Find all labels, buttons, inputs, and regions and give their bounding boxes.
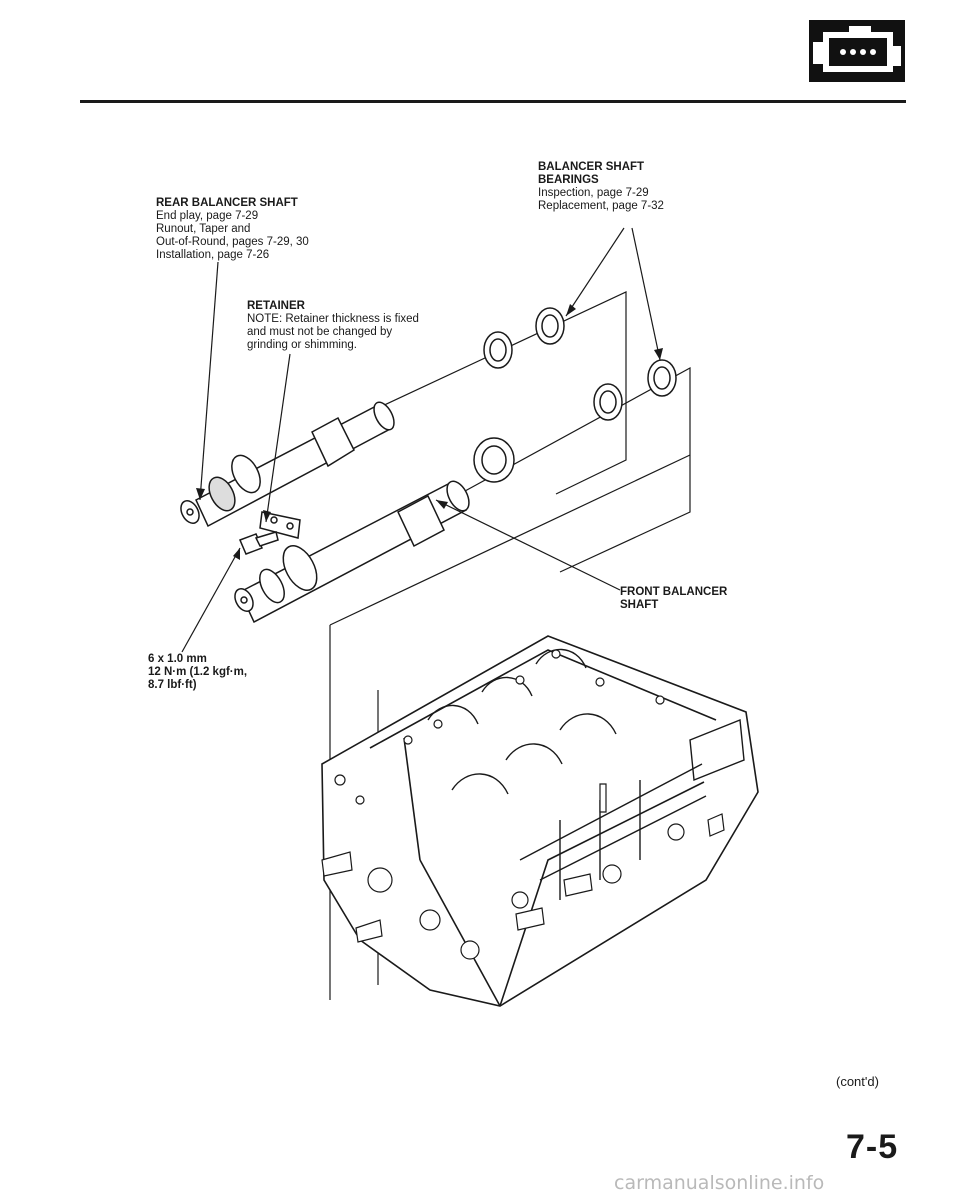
callout-line: SHAFT [620,599,659,611]
callout-front-balancer-shaft: FRONT BALANCER SHAFT [620,586,760,612]
callout-line: NOTE: Retainer thickness is fixed [247,313,419,325]
callout-line: 8.7 lbf·ft) [148,679,197,691]
callout-line: Installation, page 7-26 [156,249,270,261]
header-rule [80,100,906,103]
callout-rear-balancer-shaft: REAR BALANCER SHAFT End play, page 7-29 … [156,197,396,262]
callout-bolt-torque: 6 x 1.0 mm 12 N·m (1.2 kgf·m, 8.7 lbf·ft… [148,653,288,692]
page-number: 7-5 [846,1128,899,1166]
engine-block-icon [809,20,905,82]
callout-line: 12 N·m (1.2 kgf·m, [148,666,248,678]
callout-line: 6 x 1.0 mm [148,653,207,665]
balancer-shaft-bearings [473,307,677,483]
continued-label: (cont'd) [836,1074,879,1089]
callout-title: BALANCER SHAFT [538,161,645,173]
rear-balancer-shaft [180,401,395,528]
callout-line: Out-of-Round, pages 7-29, 30 [156,236,309,248]
engine-block [321,635,759,1007]
callout-retainer: RETAINER NOTE: Retainer thickness is fix… [247,300,467,352]
front-balancer-shaft [234,480,470,624]
callout-line: grinding or shimming. [247,339,357,351]
callout-line: End play, page 7-29 [156,210,259,222]
callout-title: RETAINER [247,300,305,312]
callout-line: Runout, Taper and [156,223,251,235]
callout-line: and must not be changed by [247,326,393,338]
callout-line: Replacement, page 7-32 [538,200,664,212]
callout-line: FRONT BALANCER [620,586,728,598]
callout-title: BEARINGS [538,174,599,186]
mounting-bolt [239,531,279,555]
callout-line: Inspection, page 7-29 [538,187,649,199]
retainer-plate [259,511,301,539]
callout-title: REAR BALANCER SHAFT [156,197,298,209]
watermark: carmanualsonline.info [614,1172,825,1194]
callout-balancer-shaft-bearings: BALANCER SHAFT BEARINGS Inspection, page… [538,161,758,213]
